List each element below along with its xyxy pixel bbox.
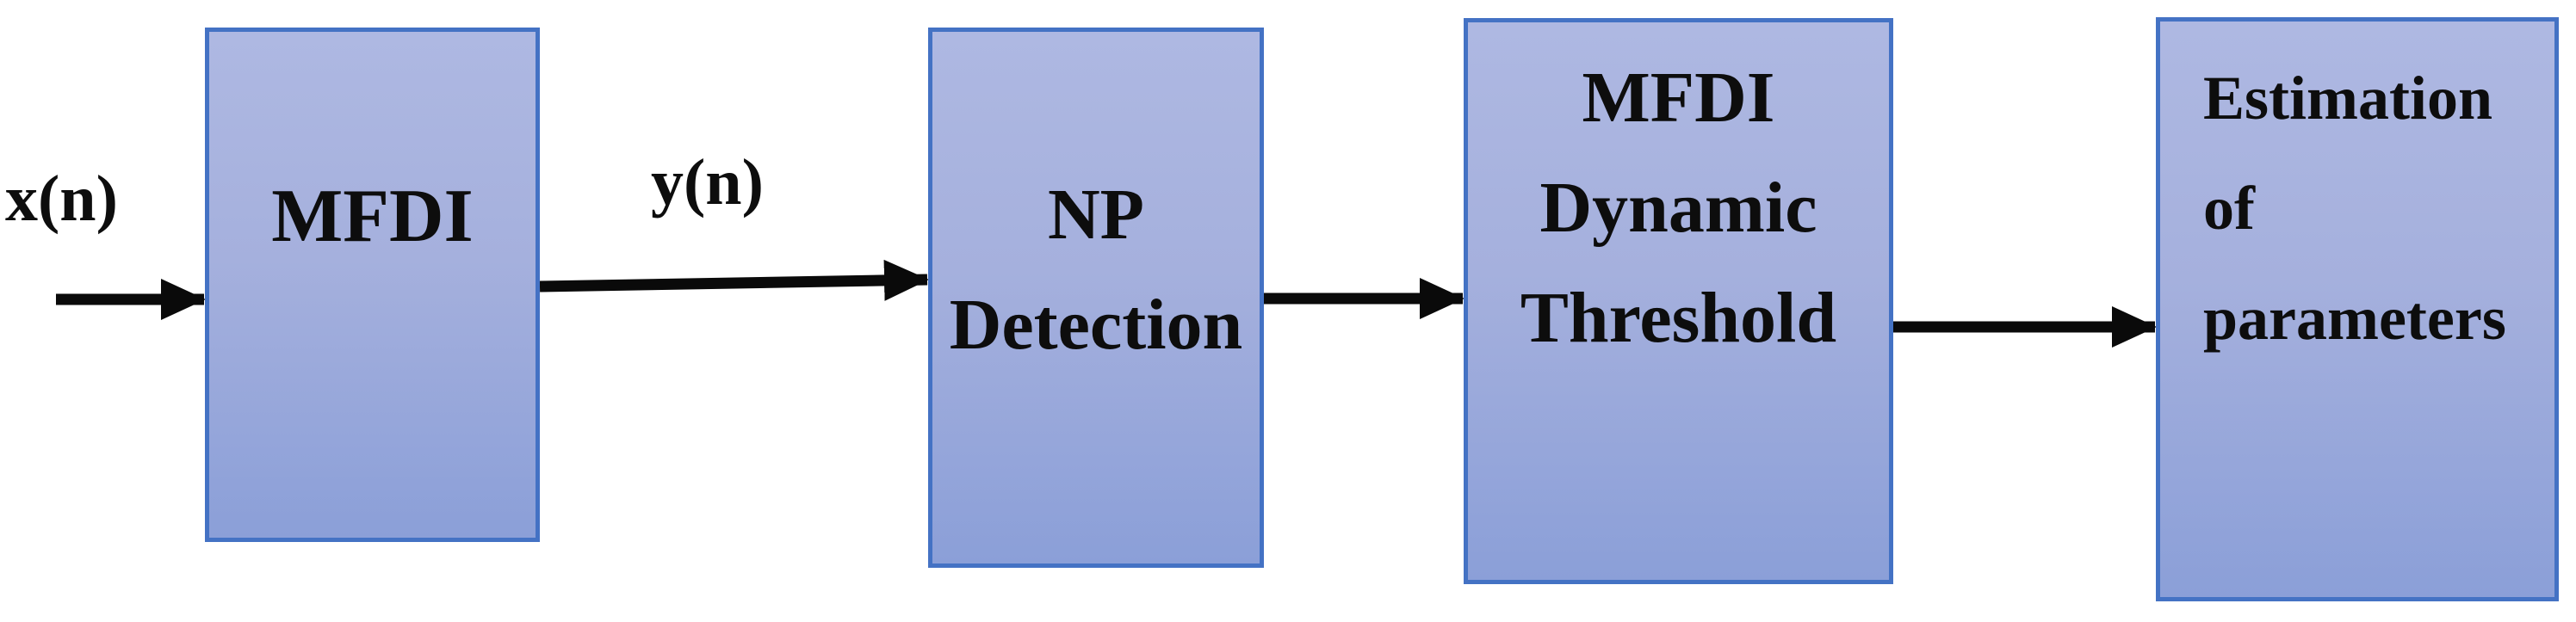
arrow-mfdi-to-np-detection (539, 259, 929, 301)
block-estimation-label-line1: Estimation (2203, 64, 2493, 132)
block-mfdi-label: MFDI (271, 175, 474, 258)
block-mfdi-dynamic-threshold-label-line1: MFDI (1582, 58, 1775, 138)
block-mfdi-dynamic-threshold: MFDI Dynamic Threshold (1464, 18, 1893, 584)
block-estimation-label-line2: of (2203, 174, 2255, 243)
block-mfdi-dynamic-threshold-label-line3: Threshold (1520, 278, 1837, 358)
block-estimation-label-line3: parameters (2203, 284, 2506, 353)
input-signal-label: x(n) (5, 163, 118, 235)
block-np-detection-label-line2: Detection (949, 285, 1243, 365)
mfdi-output-signal-label: y(n) (651, 146, 764, 219)
block-mfdi: MFDI (205, 28, 540, 542)
block-np-detection: NP Detection (928, 28, 1264, 568)
block-mfdi-dynamic-threshold-label-line2: Dynamic (1539, 168, 1817, 248)
block-np-detection-label-line1: NP (1048, 175, 1144, 255)
block-estimation-of-parameters: Estimation of parameters (2156, 17, 2559, 601)
